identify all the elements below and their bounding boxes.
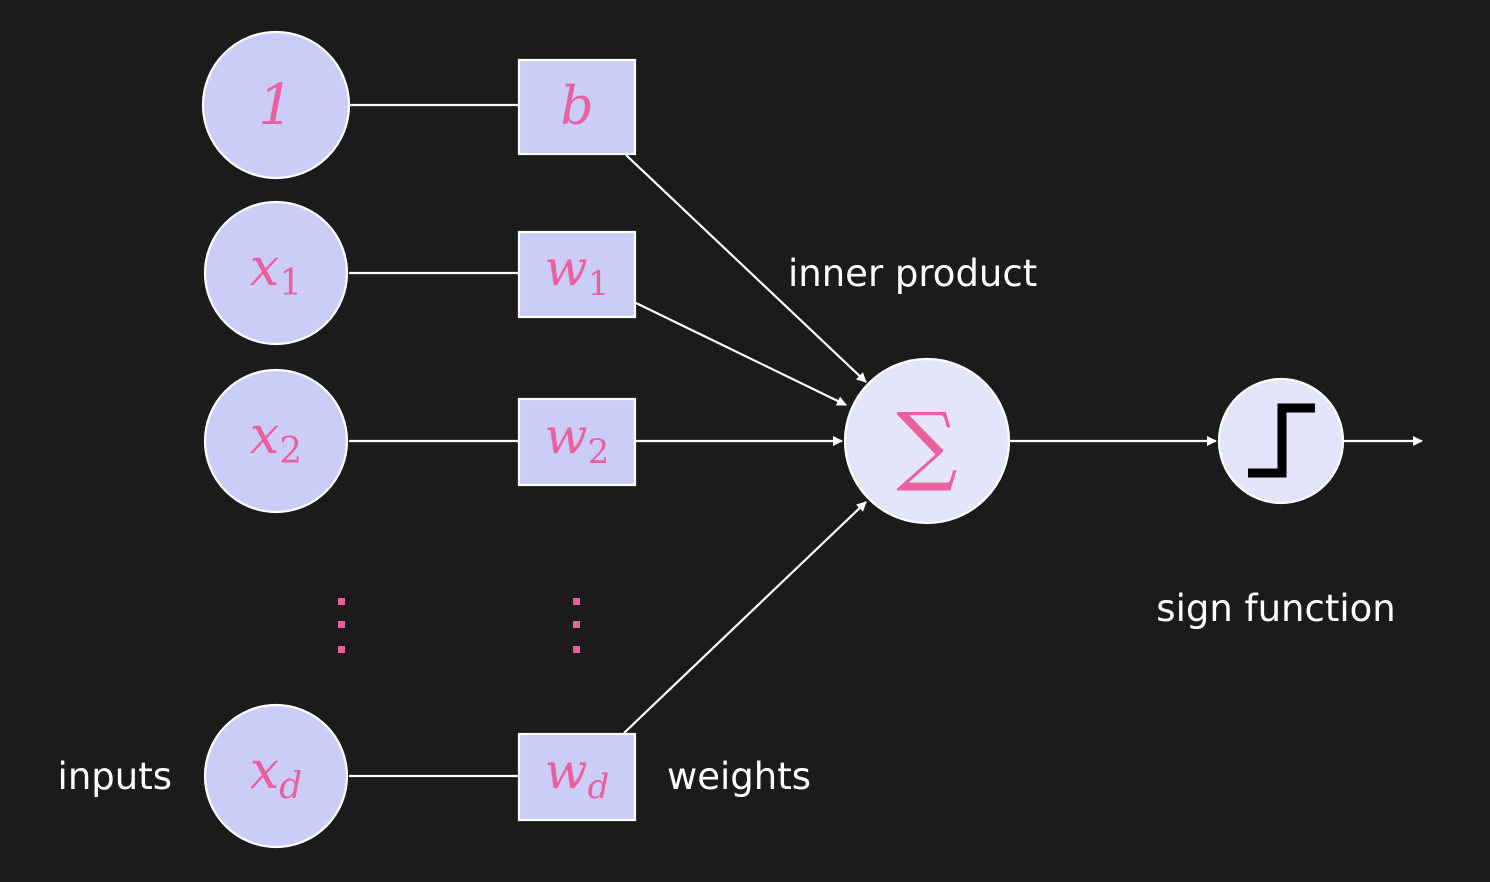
weights-label: weights (667, 755, 811, 798)
input-label-sub: 1 (279, 263, 302, 304)
weight-sum-edges (623, 154, 1423, 734)
sum-symbol: ∑ (896, 395, 957, 495)
weight-box-bias: b (517, 58, 637, 156)
input-node-x2: x2 (203, 368, 349, 514)
svg-text:x1: x1 (250, 238, 302, 304)
weight-boxes: b w1 w2 wd (517, 58, 637, 822)
input-nodes: 1 x1 x2 xd (201, 30, 351, 849)
weight-label-base: w (545, 239, 588, 297)
weight-label-sub: d (588, 767, 610, 807)
weight-label-sub: 1 (588, 264, 610, 304)
edge-wd-to-sum (623, 501, 867, 734)
weight-label-sub: 2 (588, 432, 610, 472)
edge-b-to-sum (625, 154, 867, 383)
input-label-sub: d (279, 766, 302, 807)
input-label-base: x (250, 406, 279, 466)
vertical-ellipsis-inputs (338, 598, 345, 653)
inputs-label: inputs (58, 755, 172, 798)
sign-function-node (1217, 377, 1345, 505)
svg-text:w1: w1 (545, 239, 609, 304)
svg-text:w2: w2 (545, 407, 609, 472)
sign-function-label: sign function (1156, 587, 1395, 630)
weight-box-w2: w2 (517, 397, 637, 487)
svg-text:x2: x2 (250, 406, 302, 472)
input-label-base: x (250, 238, 279, 298)
step-function-icon (1248, 403, 1315, 478)
svg-text:xd: xd (250, 741, 302, 807)
edge-w1-to-sum (635, 302, 847, 406)
input-node-xd: xd (203, 703, 349, 849)
input-node-x1: x1 (203, 200, 349, 346)
weight-label-base: b (560, 77, 593, 137)
weight-box-wd: wd (517, 732, 637, 822)
sum-node: ∑ (843, 357, 1011, 525)
weight-label-base: w (545, 742, 588, 800)
weight-box-w1: w1 (517, 230, 637, 319)
vertical-ellipsis-weights (573, 598, 580, 653)
input-node-bias: 1 (201, 30, 351, 180)
input-label-base: x (250, 741, 279, 801)
svg-text:wd: wd (545, 742, 610, 807)
inner-product-label: inner product (788, 252, 1037, 295)
input-label-sub: 2 (279, 431, 302, 472)
input-label-base: 1 (258, 73, 294, 138)
svg-text:1: 1 (258, 73, 294, 138)
svg-text:b: b (560, 77, 593, 137)
input-weight-edges (349, 103, 519, 778)
weight-label-base: w (545, 407, 588, 465)
